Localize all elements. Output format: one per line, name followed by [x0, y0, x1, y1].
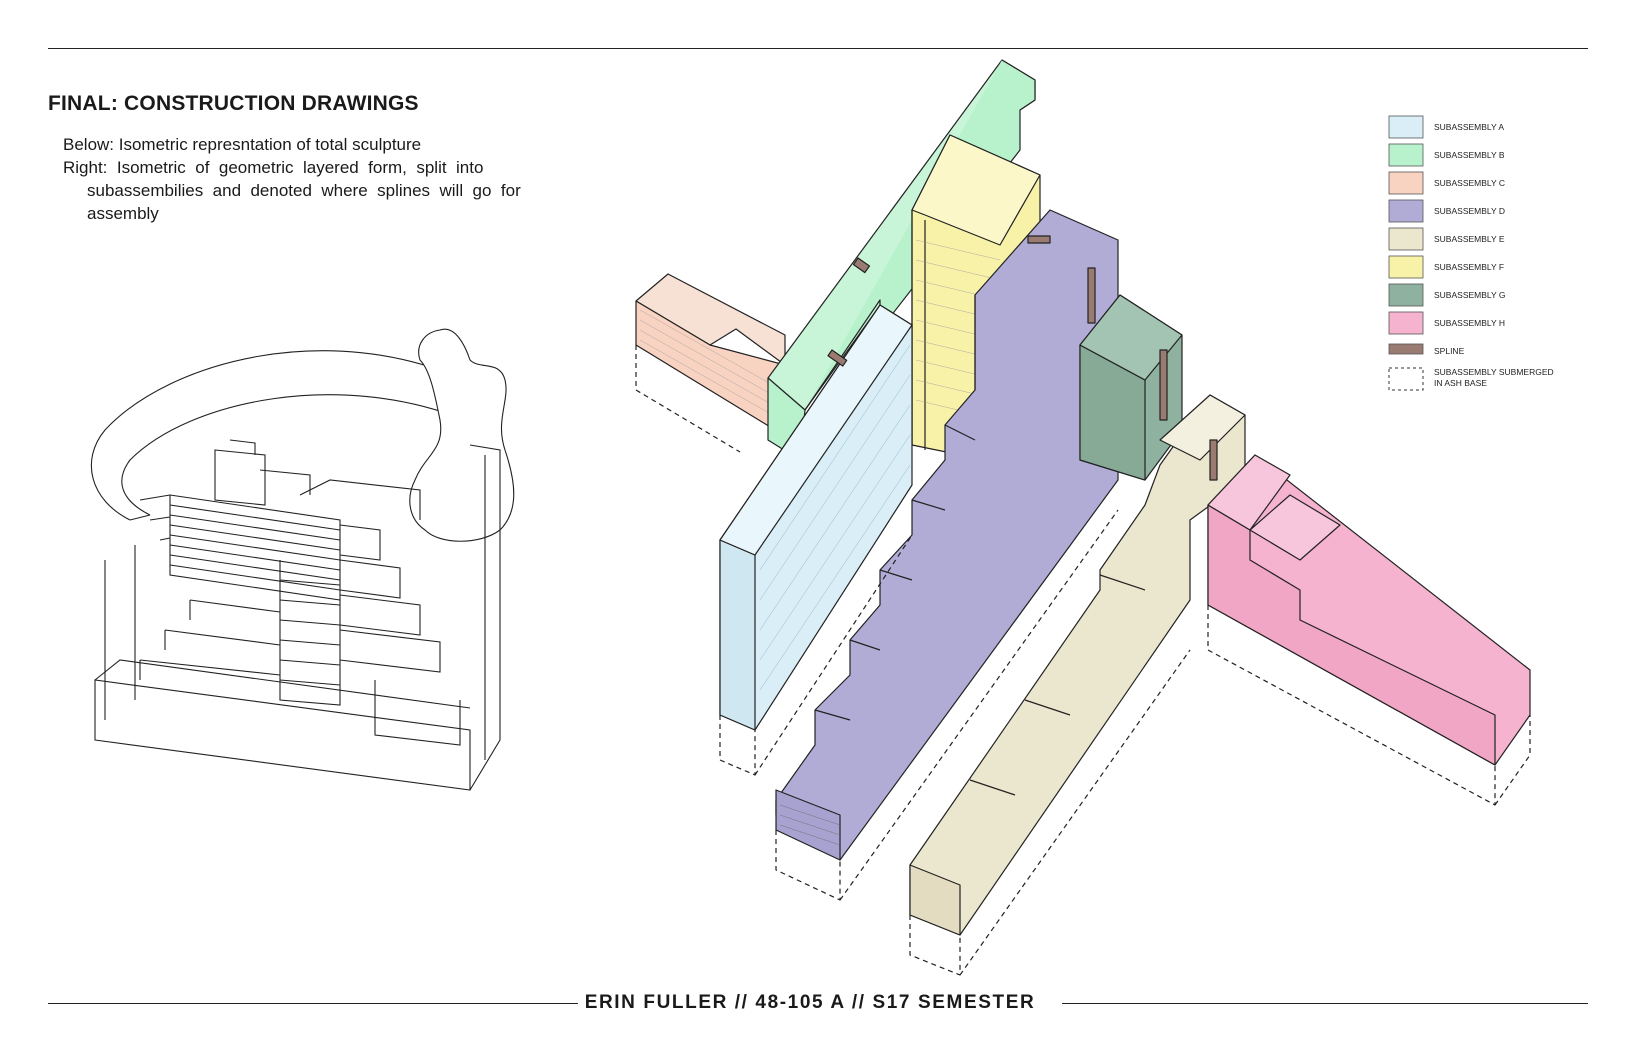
legend-swatch [1388, 199, 1424, 223]
legend-swatch [1388, 255, 1424, 279]
legend-label: SUBASSEMBLY G [1434, 290, 1506, 300]
legend-swatch [1388, 115, 1424, 139]
legend-item: SUBASSEMBLY H [1388, 311, 1505, 335]
legend-label: SPLINE [1434, 346, 1465, 356]
subassembly-h-block [1207, 454, 1531, 806]
legend-label: SUBASSEMBLY D [1434, 206, 1505, 216]
description-right-2: subassembilies and denoted where splines… [87, 181, 521, 200]
legend-swatch [1388, 171, 1424, 195]
subassembly-g-block [1079, 294, 1183, 481]
legend-swatch [1388, 311, 1424, 335]
bottom-rule-left [48, 1003, 578, 1004]
legend-item: SPLINE [1388, 343, 1465, 356]
legend-item: SUBASSEMBLY F [1388, 255, 1504, 279]
legend-item: SUBASSEMBLY C [1388, 171, 1505, 195]
top-rule [48, 48, 1588, 49]
legend-label: SUBASSEMBLY C [1434, 178, 1505, 188]
legend-item: SUBASSEMBLY D [1388, 199, 1505, 223]
sculpture-isometric-drawing [90, 328, 515, 791]
page-title: FINAL: CONSTRUCTION DRAWINGS [48, 92, 419, 115]
legend-label: SUBASSEMBLY E [1434, 234, 1505, 244]
legend-label: SUBASSEMBLY H [1434, 318, 1505, 328]
legend-item: SUBASSEMBLY B [1388, 143, 1505, 167]
legend-label: SUBASSEMBLY B [1434, 150, 1505, 160]
legend: SUBASSEMBLY A SUBASSEMBLY B SUBASSEMBLY C S… [1388, 115, 1554, 391]
legend-label-line2: IN ASH BASE [1434, 378, 1487, 388]
legend-item: SUBASSEMBLY G [1388, 283, 1506, 307]
legend-label: SUBASSEMBLY A [1434, 122, 1504, 132]
bottom-rule-right [1062, 1003, 1588, 1004]
legend-swatch [1388, 343, 1424, 355]
legend-swatch [1388, 283, 1424, 307]
description-right-1: Right: Isometric of geometric layered fo… [63, 158, 484, 177]
footer-credit: ERIN FULLER // 48-105 A // S17 SEMESTER [584, 992, 1036, 1013]
subassembly-d-block [775, 209, 1119, 901]
legend-swatch [1388, 143, 1424, 167]
subassembly-a-block [719, 304, 913, 776]
description-below: Below: Isometric represntation of total … [63, 135, 422, 154]
legend-item: SUBASSEMBLY A [1388, 115, 1504, 139]
legend-item: SUBASSEMBLY E [1388, 227, 1505, 251]
legend-swatch [1388, 227, 1424, 251]
description-right-3: assembly [87, 204, 159, 223]
subassembly-isometric [635, 59, 1531, 976]
legend-label: SUBASSEMBLY SUBMERGED [1434, 367, 1554, 377]
subassembly-e-block [909, 394, 1246, 976]
legend-label: SUBASSEMBLY F [1434, 262, 1504, 272]
subassembly-c-block [635, 273, 786, 453]
legend-swatch [1388, 367, 1424, 391]
